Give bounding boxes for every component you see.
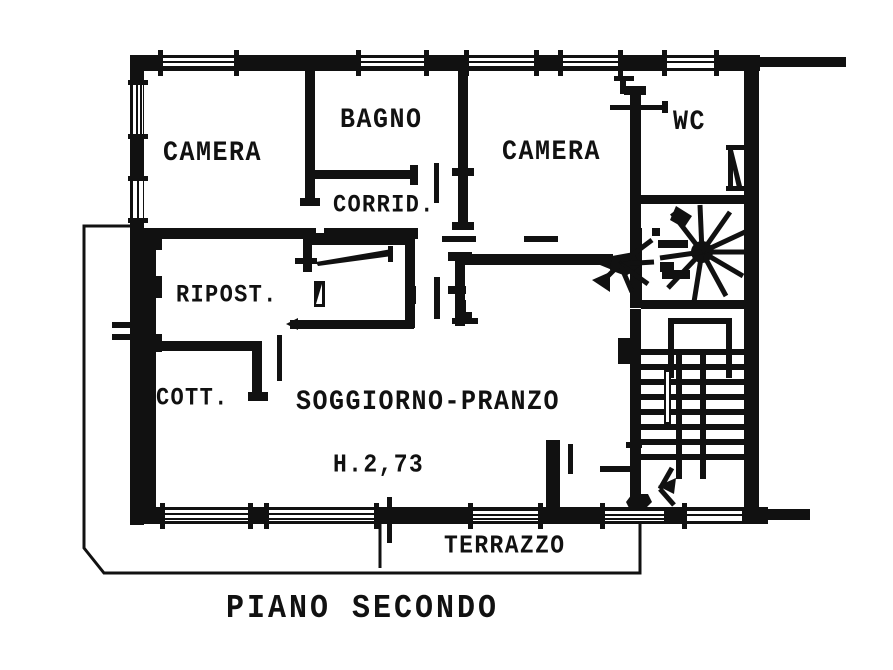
partition-bagno-bottom (313, 170, 417, 179)
partition-ripost-cott (152, 341, 262, 351)
room-label-wc: WC (673, 105, 707, 138)
room-label-ripostiglio: RIPOST. (176, 281, 278, 310)
wc-door-leaf (729, 150, 742, 188)
exterior-wall-left (130, 55, 144, 525)
partition-corrid-camera2 (458, 71, 468, 171)
window-openings-bottom (164, 510, 742, 521)
closet-arrow (286, 318, 298, 330)
partition-corrid-camera2-lower (458, 170, 468, 228)
partition-mid-left-2 (324, 228, 418, 239)
room-label-cottura: COTT. (156, 384, 229, 413)
facade-column-stub (546, 440, 560, 510)
wall-jamb-ticks-top (158, 50, 719, 76)
door-jamb-soggiorno (434, 277, 440, 319)
ripost-closet-bottom (290, 320, 414, 329)
wall-jamb-ticks-bottom (160, 503, 687, 529)
misc-tick-marks (524, 236, 573, 474)
closet-door-swing (316, 249, 392, 266)
partition-mid-left (140, 228, 316, 239)
door-jamb-bagno (434, 163, 439, 203)
exterior-wall-right (744, 60, 759, 520)
wc-sill-line (610, 105, 666, 110)
partition-camera1-bagno (305, 71, 315, 206)
ceiling-height-note: H.2,73 (333, 450, 425, 480)
door-mark-cott (277, 335, 282, 381)
window-openings-top (162, 58, 716, 68)
stair-landing-doors (592, 238, 655, 293)
step-glyph (459, 300, 472, 320)
page-title: PIANO SECONDO (226, 589, 500, 629)
spiral-staircase (630, 195, 747, 309)
balcony-outline-left (82, 224, 642, 575)
exterior-wall-top-extension (760, 57, 846, 67)
room-label-corridoio: CORRID. (333, 191, 435, 220)
room-label-camera-2: CAMERA (502, 135, 602, 168)
terrace-divider-post (387, 497, 392, 543)
straight-staircase (600, 309, 754, 507)
wc-door-stub (620, 78, 626, 94)
partition-cott-right (252, 341, 262, 397)
partition-ripost-left (144, 239, 156, 334)
partition-soggiorno-to-stair (463, 254, 613, 265)
wc-door-leaf-frame (728, 148, 733, 190)
window-openings-left (112, 80, 148, 340)
partition-wc-left (630, 88, 641, 228)
partition-cott-left (144, 340, 156, 515)
room-label-camera-1: CAMERA (163, 136, 263, 169)
exterior-wall-bottom-extension (744, 509, 810, 520)
ripost-closet-top (303, 236, 415, 245)
room-label-terrazzo: TERRAZZO (444, 531, 566, 561)
wall-fills (112, 50, 846, 543)
partition-corrid-stub-2 (442, 236, 476, 242)
ripost-closet-left (303, 236, 312, 272)
room-label-soggiorno: SOGGIORNO-PRANZO (296, 385, 561, 418)
balcony-outlines (82, 224, 642, 575)
ripost-closet-right (405, 236, 415, 328)
room-label-bagno: BAGNO (340, 103, 423, 136)
